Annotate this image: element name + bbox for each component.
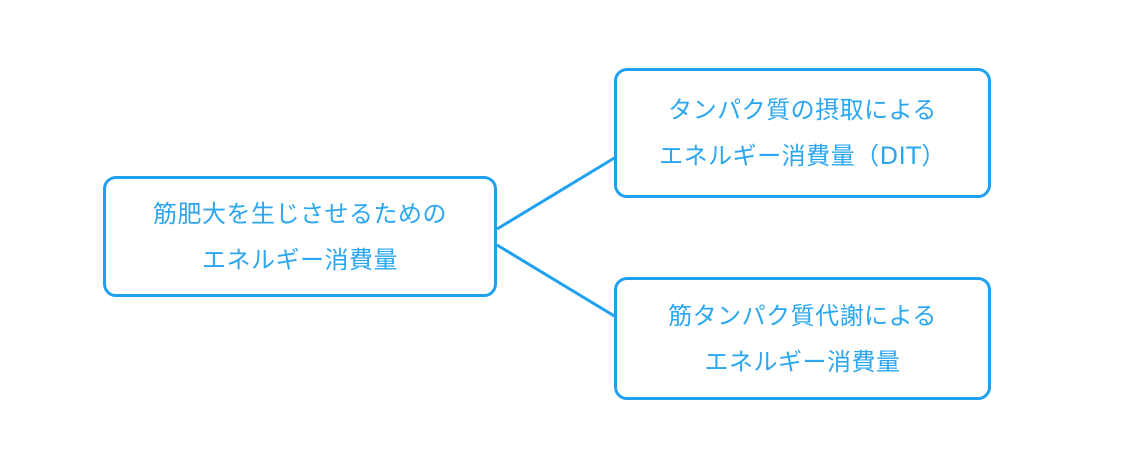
node-muscle[interactable]: 筋タンパク質代謝による エネルギー消費量 [614, 277, 991, 400]
node-root-line-2: エネルギー消費量 [202, 245, 398, 274]
connector-root-to-muscle [496, 243, 617, 319]
connector-root-to-dit [496, 155, 617, 231]
node-root[interactable]: 筋肥大を生じさせるための エネルギー消費量 [103, 176, 497, 297]
node-dit-line-2: エネルギー消費量（DIT） [659, 142, 946, 170]
node-root-line-1: 筋肥大を生じさせるための [153, 199, 447, 228]
node-muscle-line-2: エネルギー消費量 [704, 347, 901, 376]
node-dit-line-1: タンパク質の摂取による [668, 96, 937, 124]
node-muscle-line-1: 筋タンパク質代謝による [668, 301, 937, 330]
node-dit[interactable]: タンパク質の摂取による エネルギー消費量（DIT） [614, 68, 991, 198]
